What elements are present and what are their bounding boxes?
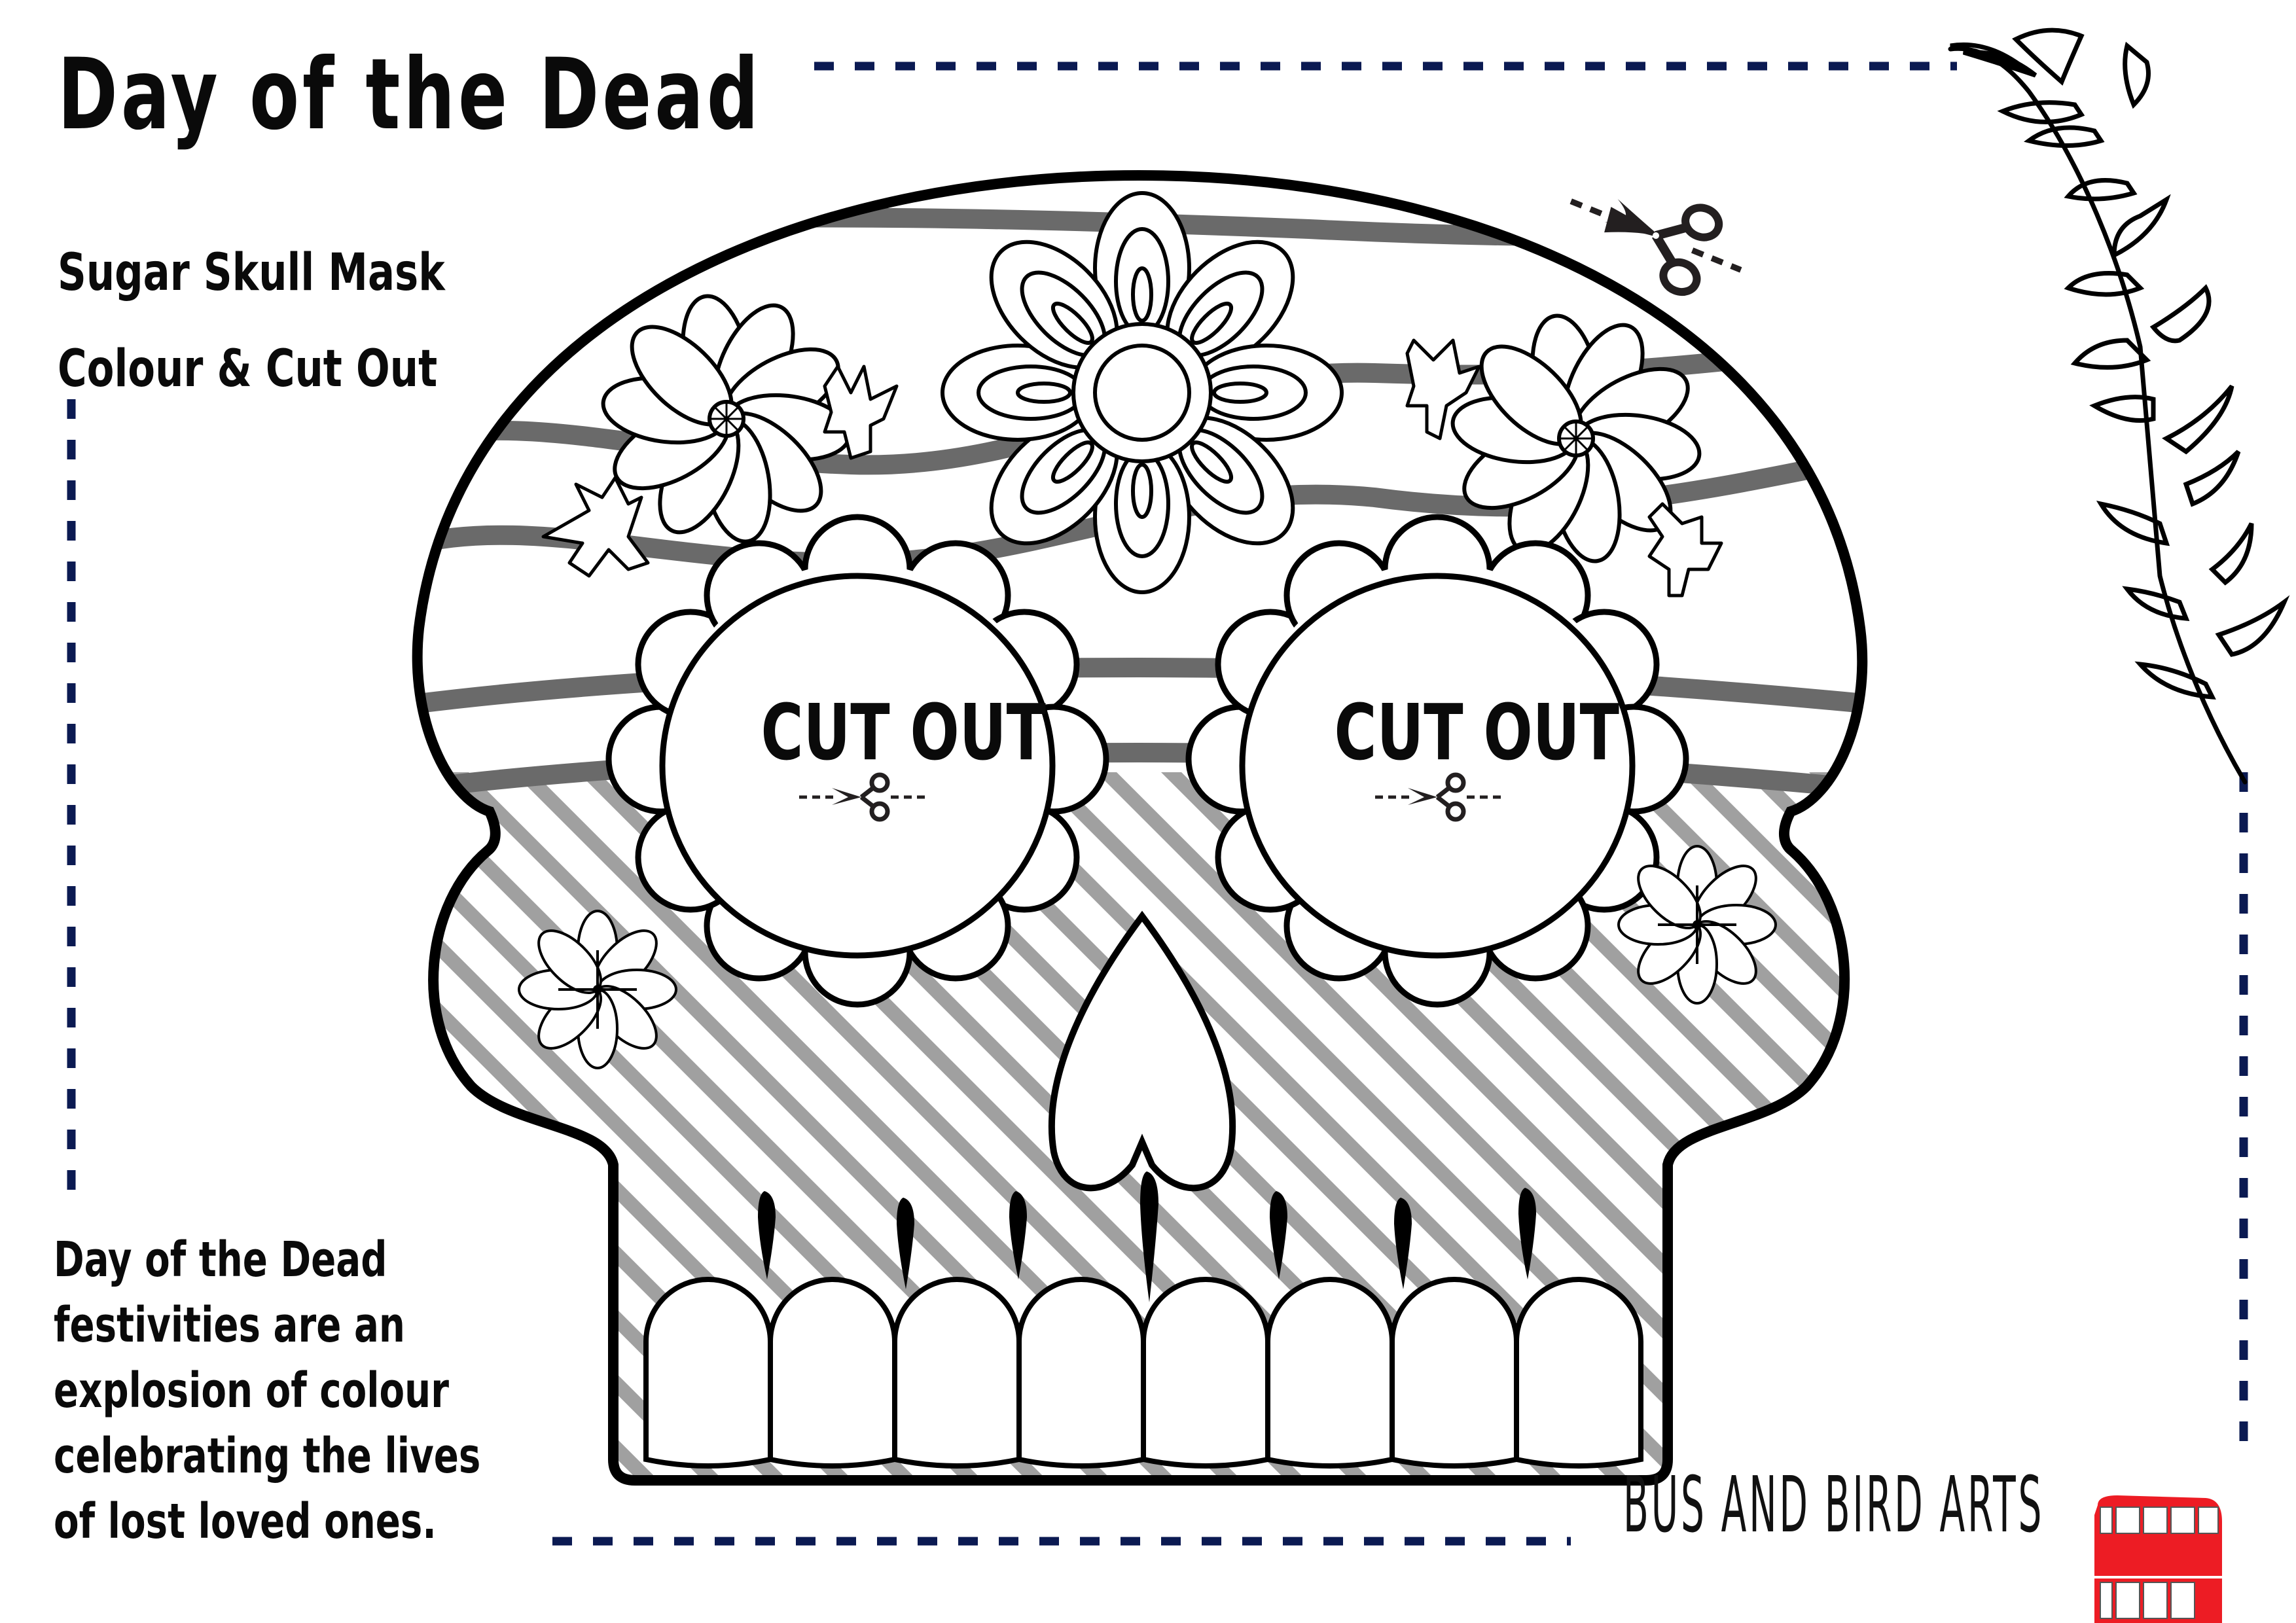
- description-line: festivities are an: [54, 1297, 405, 1353]
- flower-icon: [518, 910, 677, 1069]
- flower-icon: [1617, 845, 1777, 1005]
- subtitle-sugar-skull-mask: Sugar Skull Mask: [58, 243, 445, 302]
- flower-icon: [601, 294, 852, 544]
- tooth-gap-marks: [758, 1171, 1536, 1302]
- description-line: of lost loved ones.: [54, 1493, 437, 1550]
- page-title: Day of the Dead: [58, 38, 762, 152]
- left-eye-cut-out-label: CUT OUT: [761, 687, 1046, 777]
- right-eye-socket: [1185, 514, 1689, 1008]
- subtitle-colour-cut-out: Colour & Cut Out: [58, 340, 438, 399]
- fern-sprig-icon: [541, 338, 1723, 597]
- nose-heart: [1048, 910, 1236, 1192]
- brand-name: BUS AND BIRD ARTS: [1623, 1459, 2045, 1550]
- description-line: explosion of colour: [54, 1363, 449, 1419]
- right-eye-cut-out-label: CUT OUT: [1334, 687, 1619, 777]
- flower-icon: [941, 191, 1344, 594]
- description-text: Day of the Dead festivities are an explo…: [54, 1227, 480, 1554]
- description-line: Day of the Dead: [54, 1232, 387, 1288]
- description-line: celebrating the lives: [54, 1428, 481, 1484]
- double-decker-bus-icon: [2094, 1495, 2222, 1623]
- left-eye-socket: [605, 514, 1109, 1008]
- scissors-icon: [1375, 772, 1503, 822]
- flower-icon: [1450, 313, 1702, 563]
- teeth: [643, 1277, 1643, 1469]
- scissors-icon: [799, 772, 927, 822]
- scissors-icon: [1570, 198, 1742, 296]
